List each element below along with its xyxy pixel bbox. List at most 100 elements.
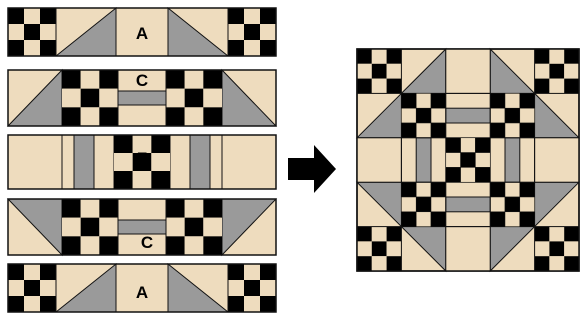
- checker-cell: [8, 280, 24, 296]
- checker-cell: [564, 241, 579, 257]
- side-square-right: [221, 134, 277, 190]
- checker-cell: [549, 241, 565, 257]
- checker-cell: [357, 256, 372, 271]
- inner-checker-cell: [401, 122, 417, 139]
- checker-cell: [166, 70, 185, 89]
- bottom-center-square: [445, 226, 491, 272]
- center-checker-cell: [445, 152, 461, 168]
- checker-cell: [166, 107, 185, 126]
- checker-cell: [534, 241, 550, 257]
- inner-checker-cell: [401, 211, 417, 227]
- checker-cell: [203, 70, 222, 89]
- inner-checker-cell: [504, 107, 521, 124]
- row-label-c-upper: C: [136, 71, 148, 90]
- checker-cell: [62, 236, 81, 255]
- inner-checker-cell: [504, 211, 521, 227]
- checker-cell: [40, 8, 56, 24]
- inner-checker-cell: [415, 107, 432, 124]
- checker-cell: [386, 226, 402, 242]
- nine-patch-right: [227, 263, 277, 313]
- checker-cell: [62, 217, 81, 237]
- checker-cell: [99, 70, 118, 89]
- checker-cell: [62, 107, 81, 126]
- checker-cell: [371, 63, 387, 79]
- checker-cell: [371, 49, 387, 64]
- inner-bar-left: [415, 137, 432, 183]
- checker-cell: [80, 107, 100, 126]
- checker-cell: [99, 217, 118, 237]
- checker-cell: [260, 40, 276, 56]
- checker-cell: [40, 264, 56, 280]
- checker-cell: [228, 296, 244, 312]
- checker-cell: [244, 8, 260, 24]
- checker-cell: [260, 8, 276, 24]
- inner-checker-cell: [519, 107, 535, 124]
- checker-cell: [386, 256, 402, 271]
- inner-checker-cell: [401, 107, 417, 124]
- center-checker-cell: [445, 167, 461, 183]
- checker-cell: [228, 40, 244, 56]
- checker-cell: [260, 296, 276, 312]
- inner-bar-bottom: [445, 196, 491, 213]
- inner-checker-cell: [519, 93, 535, 109]
- inner-checker-cell: [401, 181, 417, 198]
- nine-patch-right: [227, 7, 277, 57]
- inner-checker-cell: [415, 181, 432, 198]
- row-label-c-lower: C: [141, 233, 153, 252]
- center-checker-cell: [445, 137, 461, 153]
- checker-cell: [40, 24, 56, 40]
- checker-cell: [24, 264, 40, 280]
- checker-cell: [564, 78, 579, 94]
- checker-cell: [99, 199, 118, 218]
- checker-cell: [534, 256, 550, 271]
- checker-cell: [228, 280, 244, 296]
- inner-checker-cell: [415, 196, 432, 213]
- checker-cell: [371, 226, 387, 242]
- checker-cell: [40, 40, 56, 56]
- checker-cell: [40, 280, 56, 296]
- checker-cell: [184, 217, 204, 237]
- checker-cell: [24, 40, 40, 56]
- checker-cell: [114, 153, 133, 171]
- checker-cell: [564, 226, 579, 242]
- checker-cell: [260, 280, 276, 296]
- inner-checker-cell: [415, 93, 432, 109]
- checker-cell: [357, 78, 372, 94]
- checker-cell: [228, 8, 244, 24]
- inner-checker-cell: [430, 93, 447, 109]
- center-checker-cell: [475, 167, 491, 183]
- checker-cell: [166, 88, 185, 108]
- checker-cell: [184, 199, 204, 218]
- inner-bar-top: [445, 107, 491, 124]
- checker-cell: [534, 49, 550, 64]
- checker-cell: [386, 241, 402, 257]
- right-center-square: [534, 137, 580, 183]
- inner-checker-cell: [430, 196, 447, 213]
- strip-row-a-top: [7, 6, 277, 57]
- strip-row-c-upper: [6, 68, 278, 127]
- inner-checker-cell: [504, 122, 521, 139]
- center-checker-cell: [475, 152, 491, 168]
- inner-checker-cell: [504, 181, 521, 198]
- row-outline: [7, 263, 277, 313]
- checker-cell: [8, 8, 24, 24]
- inner-checker-cell: [401, 93, 417, 109]
- inner-checker-cell: [430, 211, 447, 227]
- checker-cell: [534, 63, 550, 79]
- inner-checker-cell: [430, 181, 447, 198]
- inner-checker-cell: [519, 196, 535, 213]
- checker-cell: [244, 280, 260, 296]
- checker-cell: [8, 296, 24, 312]
- inner-checker-cell: [489, 122, 506, 139]
- side-square-left: [7, 134, 63, 190]
- checker-cell: [260, 24, 276, 40]
- checker-cell: [8, 24, 24, 40]
- checker-cell: [371, 241, 387, 257]
- row-outline: [7, 69, 277, 127]
- center-gray-bar: [117, 219, 167, 235]
- checker-cell: [371, 256, 387, 271]
- inner-checker-cell: [519, 211, 535, 227]
- checker-cell: [357, 241, 372, 257]
- checker-cell: [184, 88, 204, 108]
